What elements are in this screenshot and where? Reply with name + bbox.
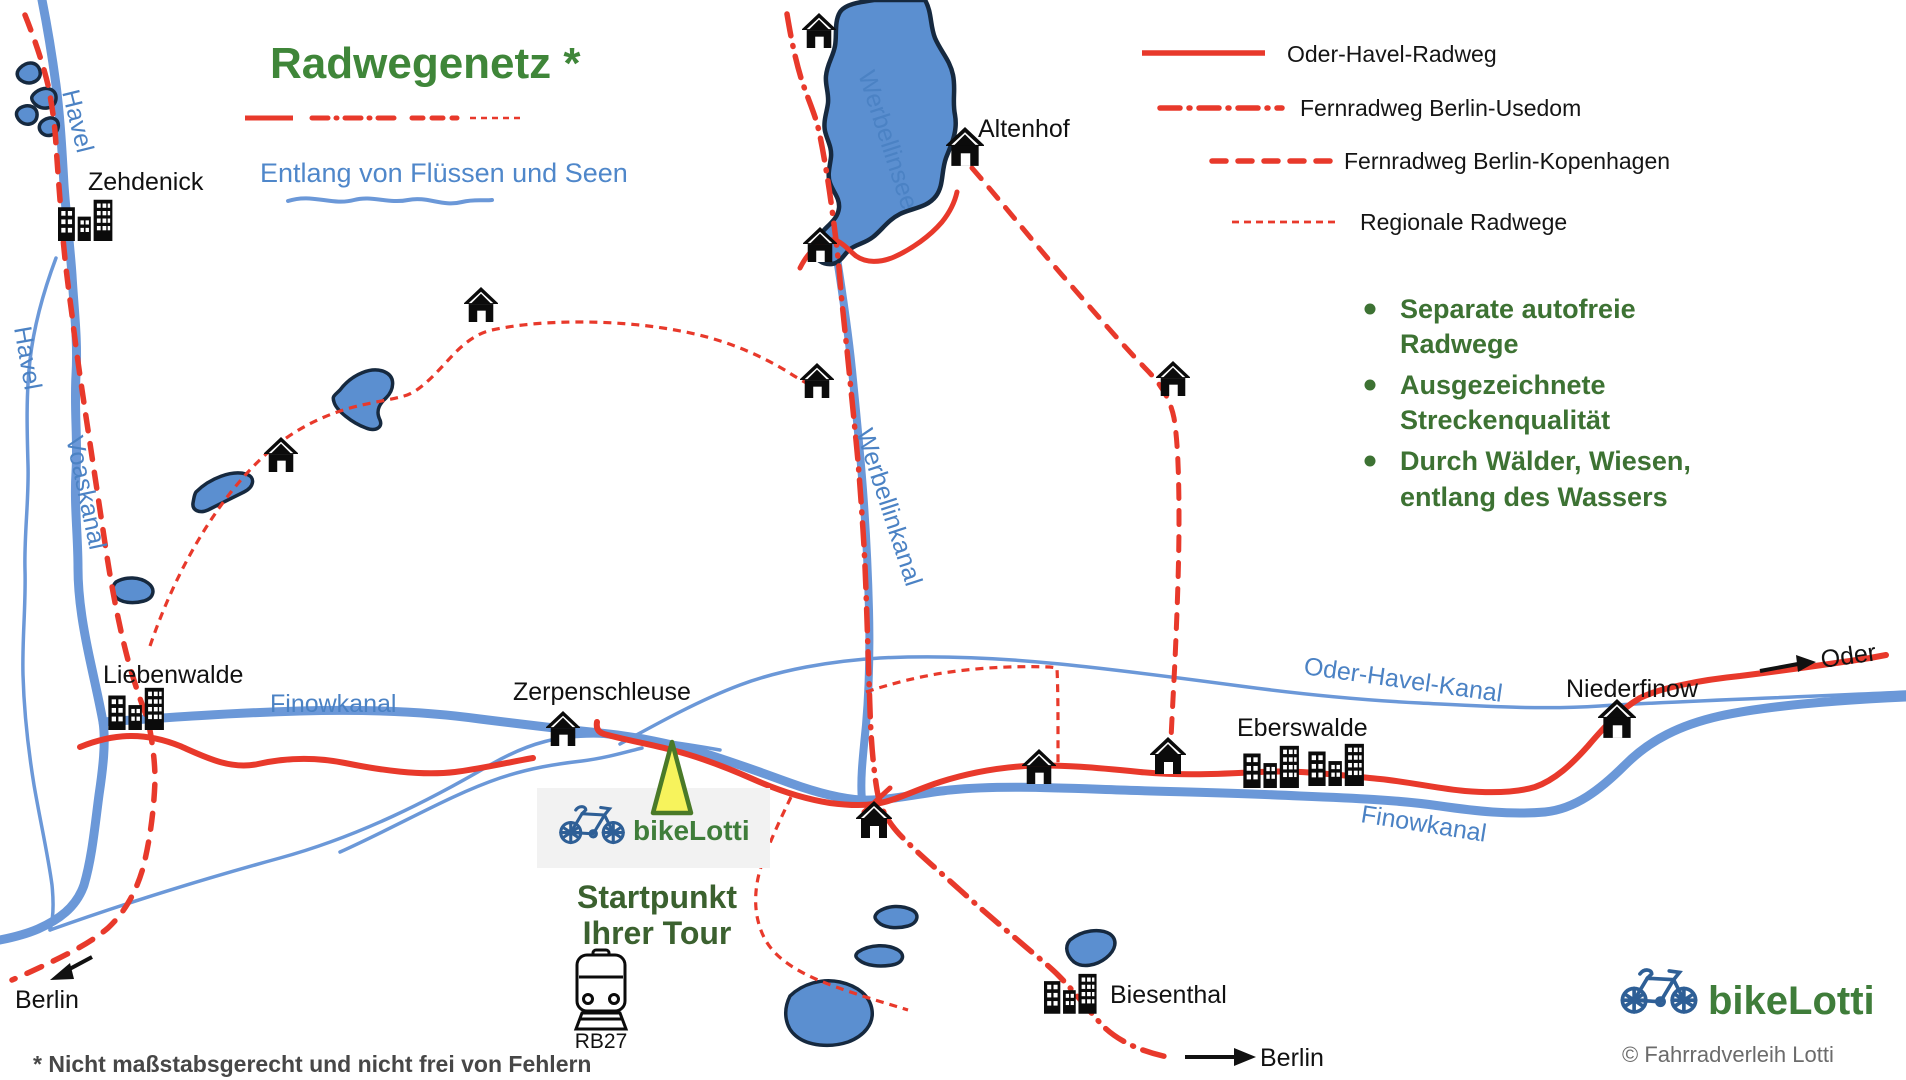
label-berlin-southwest: Berlin (15, 986, 79, 1014)
legend-label-oder-havel: Oder-Havel-Radweg (1287, 41, 1497, 67)
bullet-2-line-1: Ausgezeichnete (1400, 370, 1606, 400)
place-labels: Zehdenick Liebenwalde Zerpenschleuse Alt… (88, 115, 1699, 1009)
bullet-3-line-1: Durch Wälder, Wiesen, (1400, 446, 1691, 476)
route-berlin-usedom (784, 11, 1171, 1060)
label-eberswalde: Eberswalde (1237, 714, 1368, 742)
small-lake (111, 576, 155, 605)
small-lake (14, 104, 39, 126)
bullet-3-line-2: entlang des Wassers (1400, 482, 1668, 512)
city-icon (108, 687, 164, 730)
legend-label-berlin-kopenhagen: Fernradweg Berlin-Kopenhagen (1344, 148, 1670, 174)
train-icon (573, 948, 629, 1031)
bicycle-icon (1620, 968, 1698, 1014)
arrow-berlin-se-head (1234, 1048, 1256, 1066)
label-havel-lower: Havel (8, 324, 47, 392)
finowkanal (98, 692, 1906, 818)
page-title: Radwegenetz * (270, 39, 581, 88)
label-zerpenschleuse: Zerpenschleuse (513, 678, 691, 706)
label-niederfinow: Niederfinow (1566, 675, 1699, 703)
map-subtitle: Entlang von Flüssen und Seen (260, 158, 628, 188)
bullet-dot (1364, 303, 1376, 315)
label-biesenthal: Biesenthal (1110, 981, 1227, 1009)
city-icon (1308, 743, 1364, 786)
havel-voaskanal-river (0, 0, 109, 945)
start-marker: bikeLotti Startpunkt Ihrer Tour RB27 (537, 739, 770, 1053)
route-berlin-kopenhagen (9, 12, 158, 983)
route-altenhof-branch (969, 165, 1182, 766)
label-berlin-southeast: Berlin (1260, 1044, 1324, 1072)
startpunkt-line-1: Startpunkt (577, 879, 737, 915)
house-icon (264, 437, 298, 472)
route-regional-rectangle (865, 665, 1060, 766)
city-icon (1243, 745, 1299, 788)
bullet-2-line-2: Streckenqualität (1400, 405, 1610, 435)
route-oder-havel-west (77, 733, 536, 777)
havel-west-branch (21, 256, 58, 932)
label-finowkanal-west: Finowkanal (270, 690, 396, 718)
train-line-label: RB27 (575, 1030, 628, 1053)
waterways (0, 0, 1906, 945)
bullet-dot (1364, 379, 1376, 391)
copyright-text: © Fahrradverleih Lotti (1622, 1042, 1834, 1067)
house-icon (802, 13, 836, 48)
brand-logo-text: bikeLotti (1708, 979, 1875, 1023)
house-icon (1156, 361, 1190, 396)
small-lake (15, 61, 42, 85)
label-oder-havel-kanal: Oder-Havel-Kanal (1302, 652, 1504, 708)
oder-havel-kanal-stream (618, 655, 1906, 746)
label-voaskanal: Voaskanal (60, 433, 111, 552)
bullet-1-line-1: Separate autofreie (1400, 294, 1636, 324)
startpunkt-line-2: Ihrer Tour (583, 915, 732, 951)
label-zehdenick: Zehdenick (88, 168, 204, 196)
route-regional-arc (148, 320, 821, 647)
legend-label-berlin-usedom: Fernradweg Berlin-Usedom (1300, 95, 1581, 121)
city-icon (1044, 973, 1097, 1014)
label-oder-direction: Oder (1819, 638, 1878, 673)
lake-banana (191, 471, 255, 514)
bullet-1-line-2: Radwege (1400, 329, 1519, 359)
label-altenhof: Altenhof (978, 115, 1070, 143)
house-icon (1150, 737, 1186, 774)
bullet-dot (1364, 455, 1376, 467)
lake-kidney (331, 368, 395, 432)
small-lake (854, 944, 905, 968)
legend-label-regional: Regionale Radwege (1360, 209, 1567, 235)
disclaimer-note: * Nicht maßstabsgerecht und nicht frei v… (33, 1051, 591, 1077)
lakes (14, 0, 1117, 1048)
lake-biesenthal (1065, 928, 1117, 968)
small-lake (873, 904, 919, 930)
direction-arrows (50, 655, 1816, 1066)
label-liebenwalde: Liebenwalde (103, 661, 243, 689)
start-location-triangle (650, 739, 694, 816)
house-icon (464, 287, 498, 322)
start-brand-text: bikeLotti (633, 815, 750, 846)
brand-logo: bikeLotti (1620, 968, 1875, 1023)
feature-bullets: Separate autofreie Radwege Ausgezeichnet… (1364, 294, 1691, 512)
arrow-oder (1759, 662, 1799, 673)
legend: Oder-Havel-Radweg Fernradweg Berlin-Used… (1142, 41, 1670, 235)
diagonal-branch-stream (338, 746, 644, 854)
subtitle-wave-underline (286, 196, 494, 206)
lake-south (784, 979, 874, 1048)
arrow-berlin-sw-head (50, 963, 74, 980)
arrow-oder-head (1796, 655, 1816, 672)
